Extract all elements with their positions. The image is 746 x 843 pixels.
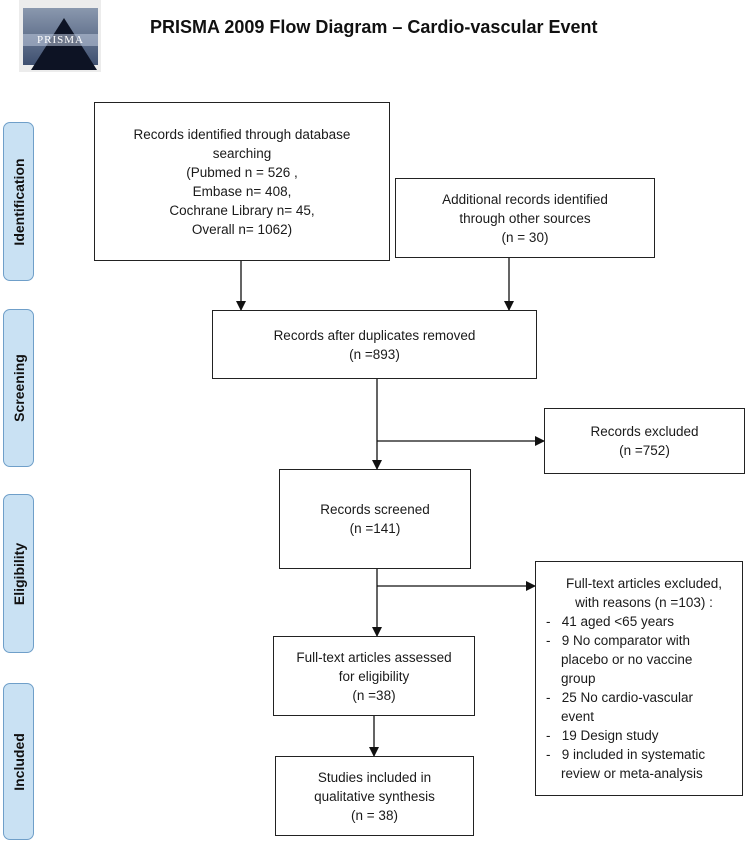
box-line: Records excluded: [590, 424, 699, 439]
box-fulltext-excluded: Full-text articles excluded, with reason…: [535, 561, 743, 796]
phase-eligibility: Eligibility: [3, 494, 34, 653]
box-line: (n =38): [352, 687, 396, 703]
box-line: Embase n= 408,: [192, 183, 292, 199]
box-line: (n =752): [619, 443, 670, 458]
box-studies-included: Studies included in qualitative synthesi…: [275, 756, 474, 836]
box-other-sources: Additional records identified through ot…: [395, 178, 655, 258]
exclusion-reason: event: [546, 709, 595, 724]
box-line: Full-text articles assessed: [296, 649, 452, 665]
page-title: PRISMA 2009 Flow Diagram – Cardio-vascul…: [150, 17, 598, 37]
box-line: Additional records identified: [442, 191, 608, 207]
box-line: for eligibility: [338, 668, 410, 684]
box-database-search: Records identified through database sear…: [94, 102, 390, 261]
exclusion-reason: - 41 aged <65 years: [546, 614, 674, 629]
exclusion-reason: - 19 Design study: [546, 728, 659, 743]
exclusion-reason: group: [546, 671, 596, 686]
box-line: (Pubmed n = 526 ,: [186, 164, 298, 180]
box-records-excluded: Records excluded (n =752): [544, 408, 745, 474]
box-line: Studies included in: [317, 769, 432, 785]
box-after-duplicates: Records after duplicates removed (n =893…: [212, 310, 537, 379]
box-line: qualitative synthesis: [314, 788, 435, 804]
exclusion-reason: review or meta-analysis: [546, 766, 703, 781]
box-line: Records identified through database: [133, 126, 351, 142]
exclusion-reason: placebo or no vaccine: [546, 652, 693, 667]
phase-identification: Identification: [3, 122, 34, 281]
exclusion-reason: - 25 No cardio-vascular: [546, 690, 694, 705]
box-line: Full-text articles excluded,: [565, 576, 723, 591]
box-line: Records screened: [320, 502, 430, 517]
box-line: searching: [212, 145, 272, 161]
box-line: Records after duplicates removed: [273, 327, 476, 343]
box-line: (n =141): [349, 521, 401, 536]
box-line: through other sources: [459, 210, 591, 226]
box-line: (n = 38): [351, 807, 398, 823]
phase-screening: Screening: [3, 309, 34, 467]
exclusion-reason: - 9 included in systematic: [546, 747, 706, 762]
box-records-screened: Records screened (n =141): [279, 469, 471, 569]
prisma-logo: PRISMA: [19, 0, 101, 72]
logo-background: PRISMA: [23, 8, 98, 70]
box-line: (n =893): [349, 346, 400, 362]
box-fulltext-assessed: Full-text articles assessed for eligibil…: [273, 636, 475, 716]
logo-text: PRISMA: [23, 34, 98, 46]
box-line: Cochrane Library n= 45,: [169, 202, 315, 218]
box-line: (n = 30): [501, 229, 549, 245]
box-line: Overall n= 1062): [191, 221, 293, 237]
phase-included: Included: [3, 683, 34, 840]
exclusion-reason: - 9 No comparator with: [546, 633, 691, 648]
box-line: with reasons (n =103) :: [575, 595, 713, 610]
